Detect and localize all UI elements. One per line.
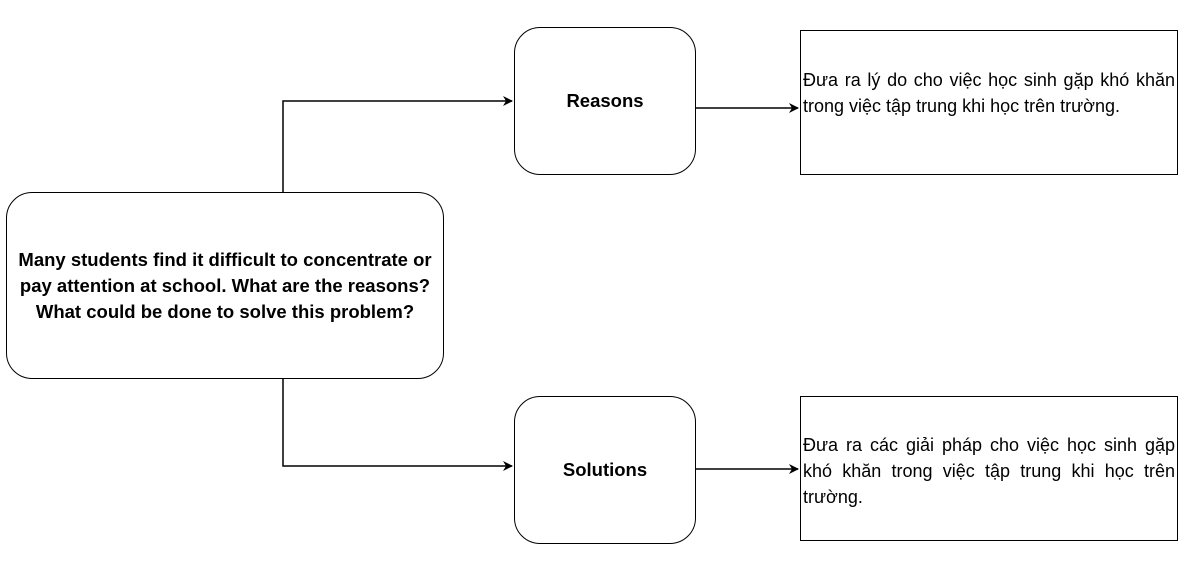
question-text: Many students find it difficult to conce… (18, 248, 432, 322)
reasons-description-text: Đưa ra lý do cho việc học sinh gặp khó k… (803, 70, 1175, 116)
question-node: Many students find it difficult to conce… (6, 192, 444, 379)
reasons-node: Reasons (514, 27, 696, 175)
solutions-description-node: Đưa ra các giải pháp cho việc học sinh g… (800, 396, 1178, 541)
solutions-label: Solutions (562, 459, 648, 480)
connector-question-to-reasons (282, 96, 513, 192)
reasons-description-node: Đưa ra lý do cho việc học sinh gặp khó k… (800, 30, 1178, 175)
reasons-label: Reasons (566, 90, 644, 111)
solutions-node: Solutions (514, 396, 696, 544)
solutions-description-text: Đưa ra các giải pháp cho việc học sinh g… (803, 435, 1175, 507)
connector-question-to-solutions (282, 379, 513, 471)
